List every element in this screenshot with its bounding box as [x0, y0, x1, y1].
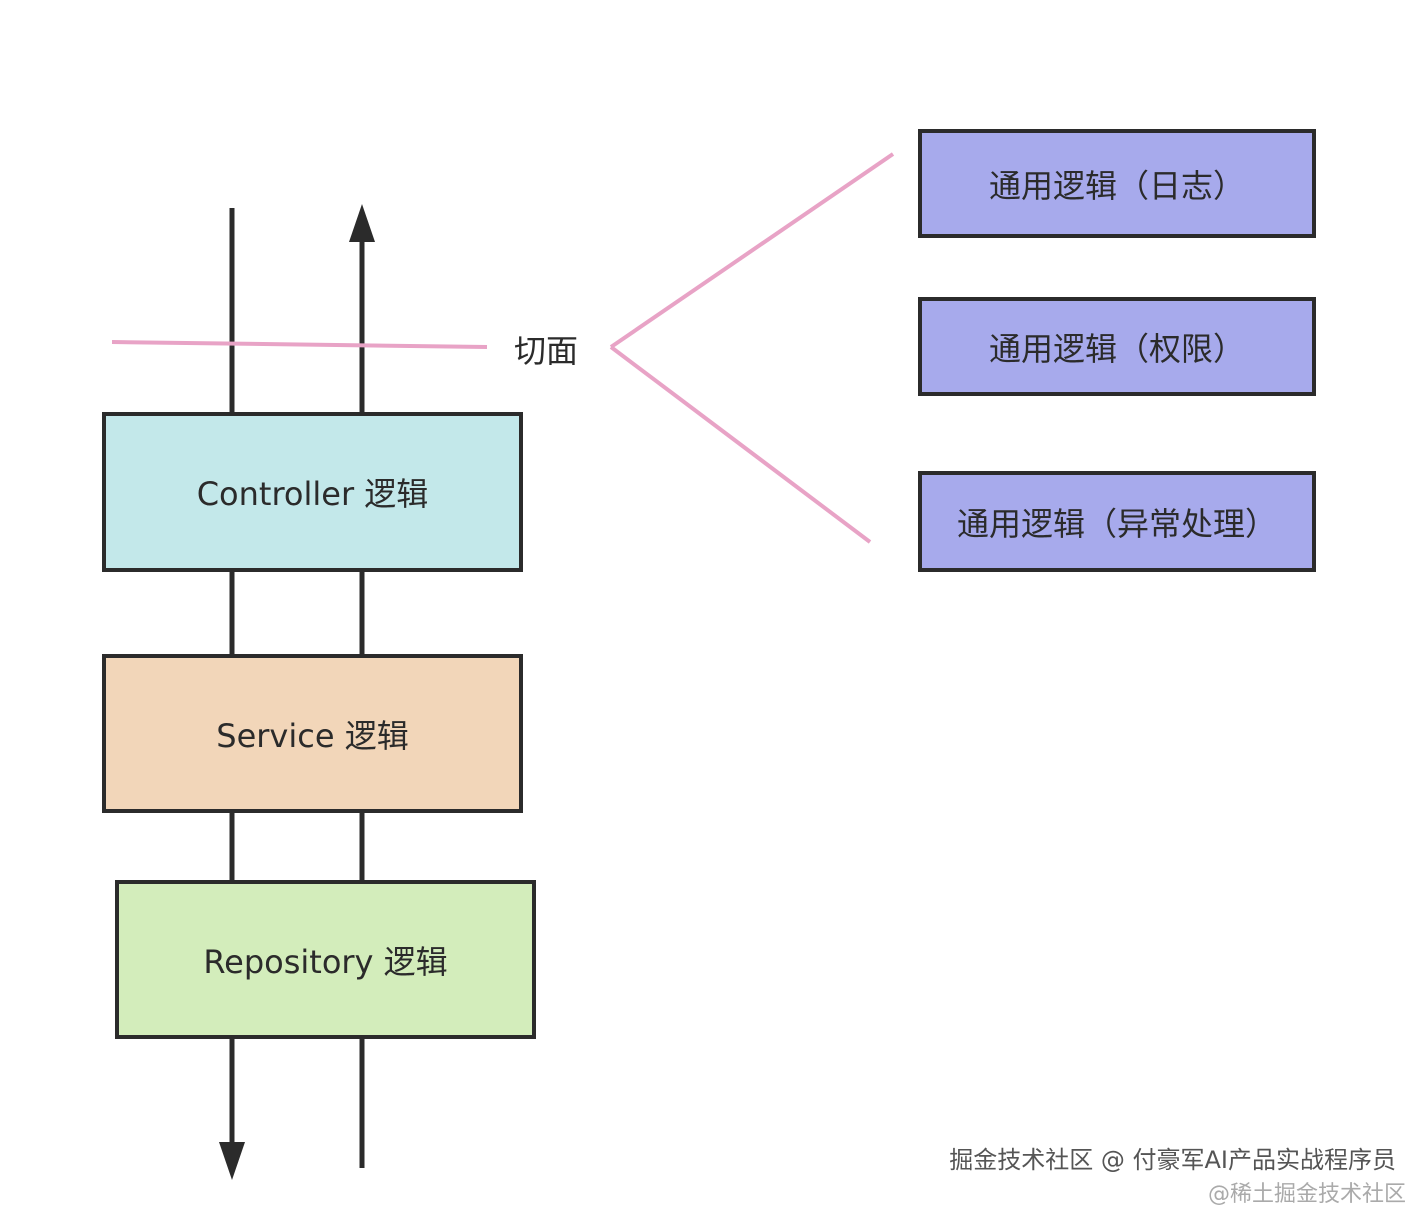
controller-layer-box: Controller 逻辑 [102, 412, 523, 572]
down-arrowhead-icon [219, 1142, 245, 1180]
concern-logging-box: 通用逻辑（日志） [918, 129, 1316, 238]
controller-layer-label: Controller 逻辑 [196, 475, 429, 513]
repository-layer-label: Repository 逻辑 [203, 942, 448, 981]
aspect-label: 切面 [514, 332, 579, 370]
concern-permission-box: 通用逻辑（权限） [918, 297, 1316, 396]
concern-permission-label: 通用逻辑（权限） [988, 329, 1245, 368]
aspect-cut-line [111, 340, 488, 349]
watermark-site: @稀土掘金技术社区 [1207, 1182, 1406, 1207]
service-layer-label: Service 逻辑 [216, 716, 409, 755]
concern-exception-box: 通用逻辑（异常处理） [918, 471, 1316, 572]
up-arrowhead-icon [349, 204, 375, 242]
service-layer-box: Service 逻辑 [102, 654, 523, 813]
aspect-branch-bottom-line [609, 345, 872, 544]
watermark-author: 掘金技术社区 @ 付豪军AI产品实战程序员 [949, 1146, 1396, 1174]
concern-exception-label: 通用逻辑（异常处理） [956, 504, 1277, 543]
repository-layer-box: Repository 逻辑 [115, 880, 536, 1039]
concern-logging-label: 通用逻辑（日志） [988, 166, 1245, 205]
aspect-branch-top-line [609, 152, 895, 349]
